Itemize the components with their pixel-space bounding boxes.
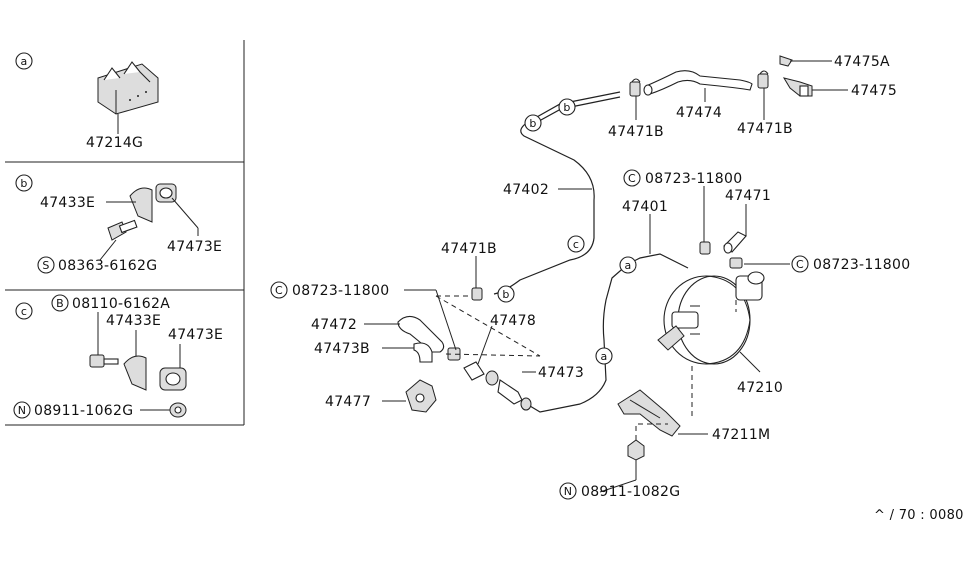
clamp-47471B-mid-icon: [471, 287, 483, 301]
valve-cap-47475A-icon: [779, 55, 793, 67]
bolt-prefix-b: S: [42, 259, 49, 272]
brake-booster-47210-icon: [657, 271, 765, 365]
label-47474: 47474: [676, 105, 722, 121]
clamp-47471B-left-icon: [629, 78, 641, 97]
label-08911-1082G: 08911-1082G: [581, 484, 680, 500]
panel-b: b 47433E 47473E S 08363-6162G: [15, 174, 222, 274]
grommet-47473E-c-label: 47473E: [168, 327, 223, 343]
label-47210: 47210: [737, 380, 783, 396]
label-08723-top: 08723-11800: [645, 171, 742, 187]
label-47471: 47471: [725, 188, 771, 204]
label-47211M: 47211M: [712, 427, 770, 443]
clip-47433E-c-icon: [123, 355, 147, 391]
svg-text:b: b: [563, 101, 570, 114]
elbow-47473B-icon: [413, 342, 433, 363]
panel-a-tag: a: [20, 55, 27, 68]
detail-panels: [5, 40, 245, 426]
bolt-08363-icon: [107, 219, 138, 241]
label-47471B-left: 47471B: [608, 124, 664, 140]
bolt-08110-label: 08110-6162A: [72, 296, 170, 312]
label-47472: 47472: [311, 317, 357, 333]
clamp-08723-right-icon: [729, 257, 743, 269]
label-47475: 47475: [851, 83, 897, 99]
vacuum-tube-47401: [529, 253, 689, 413]
panel-b-tag: b: [20, 177, 27, 190]
leader-lines: [364, 60, 848, 493]
svg-text:c: c: [573, 238, 579, 251]
svg-text:b: b: [529, 117, 536, 130]
hose-47474-icon: [643, 70, 753, 96]
grommet-47473E-icon: [155, 183, 177, 203]
label-47471B-right: 47471B: [737, 121, 793, 137]
panel-c-tag: c: [21, 305, 27, 318]
clip-b-markers: b b c b: [497, 98, 585, 303]
clip-47433E-label: 47433E: [40, 195, 95, 211]
svg-text:a: a: [600, 350, 607, 363]
diagram-code: ^ / 70 : 0080: [874, 508, 964, 523]
main-assembly: b b c b a a: [270, 54, 964, 523]
svg-text:C: C: [796, 258, 804, 271]
clip-47433E-icon: [129, 187, 153, 223]
label-47478: 47478: [490, 313, 536, 329]
label-47477: 47477: [325, 394, 371, 410]
check-valve-47477-icon: [405, 379, 437, 413]
label-47401: 47401: [622, 199, 668, 215]
label-47473B: 47473B: [314, 341, 370, 357]
bolt-08363-label: 08363-6162G: [58, 258, 157, 274]
panel-c: c B 08110-6162A 47433E 47473E N 08911-10…: [13, 294, 223, 419]
label-47475A: 47475A: [834, 54, 890, 70]
hose-47472-icon: [397, 315, 445, 353]
part-47214G-label: 47214G: [86, 135, 143, 151]
panel-a: a 47214G: [15, 52, 159, 151]
clamp-47471B-right-icon: [757, 70, 769, 89]
bolt-prefix-c: B: [56, 297, 64, 310]
nut-08911-1062G-label: 08911-1062G: [34, 403, 133, 419]
svg-text:N: N: [564, 485, 573, 498]
vacuum-tube-47402: [493, 91, 621, 295]
callout-labels: 47475A 47475 47474 47471B 47471B 47402 C…: [270, 54, 910, 500]
bolt-08110-icon: [89, 354, 119, 368]
grommet-47473E-label: 47473E: [167, 239, 222, 255]
svg-text:a: a: [624, 259, 631, 272]
label-08723-left: 08723-11800: [292, 283, 389, 299]
grommet-47473E-c-icon: [159, 367, 187, 391]
valve-47475-icon: [782, 77, 813, 97]
hose-47471-icon: [723, 231, 747, 254]
label-47473: 47473: [538, 365, 584, 381]
bracket-47211M-icon: [617, 389, 681, 437]
grommet-47473-icon: [485, 370, 532, 411]
svg-text:C: C: [275, 284, 283, 297]
svg-text:C: C: [628, 172, 636, 185]
label-47471B-mid: 47471B: [441, 241, 497, 257]
svg-text:b: b: [502, 288, 509, 301]
nut-prefix-c: N: [18, 404, 27, 417]
fitting-47478-icon: [463, 361, 485, 381]
label-08723-right: 08723-11800: [813, 257, 910, 273]
clamp-08723-top-icon: [699, 241, 711, 255]
nut-08911-1082G-icon: [627, 439, 645, 461]
nut-08911-1062G-icon: [169, 402, 187, 418]
clip-a-markers: a a: [595, 256, 637, 365]
label-47402: 47402: [503, 182, 549, 198]
bracket-47214G-icon: [97, 61, 159, 115]
clip-47433E-c-label: 47433E: [106, 313, 161, 329]
